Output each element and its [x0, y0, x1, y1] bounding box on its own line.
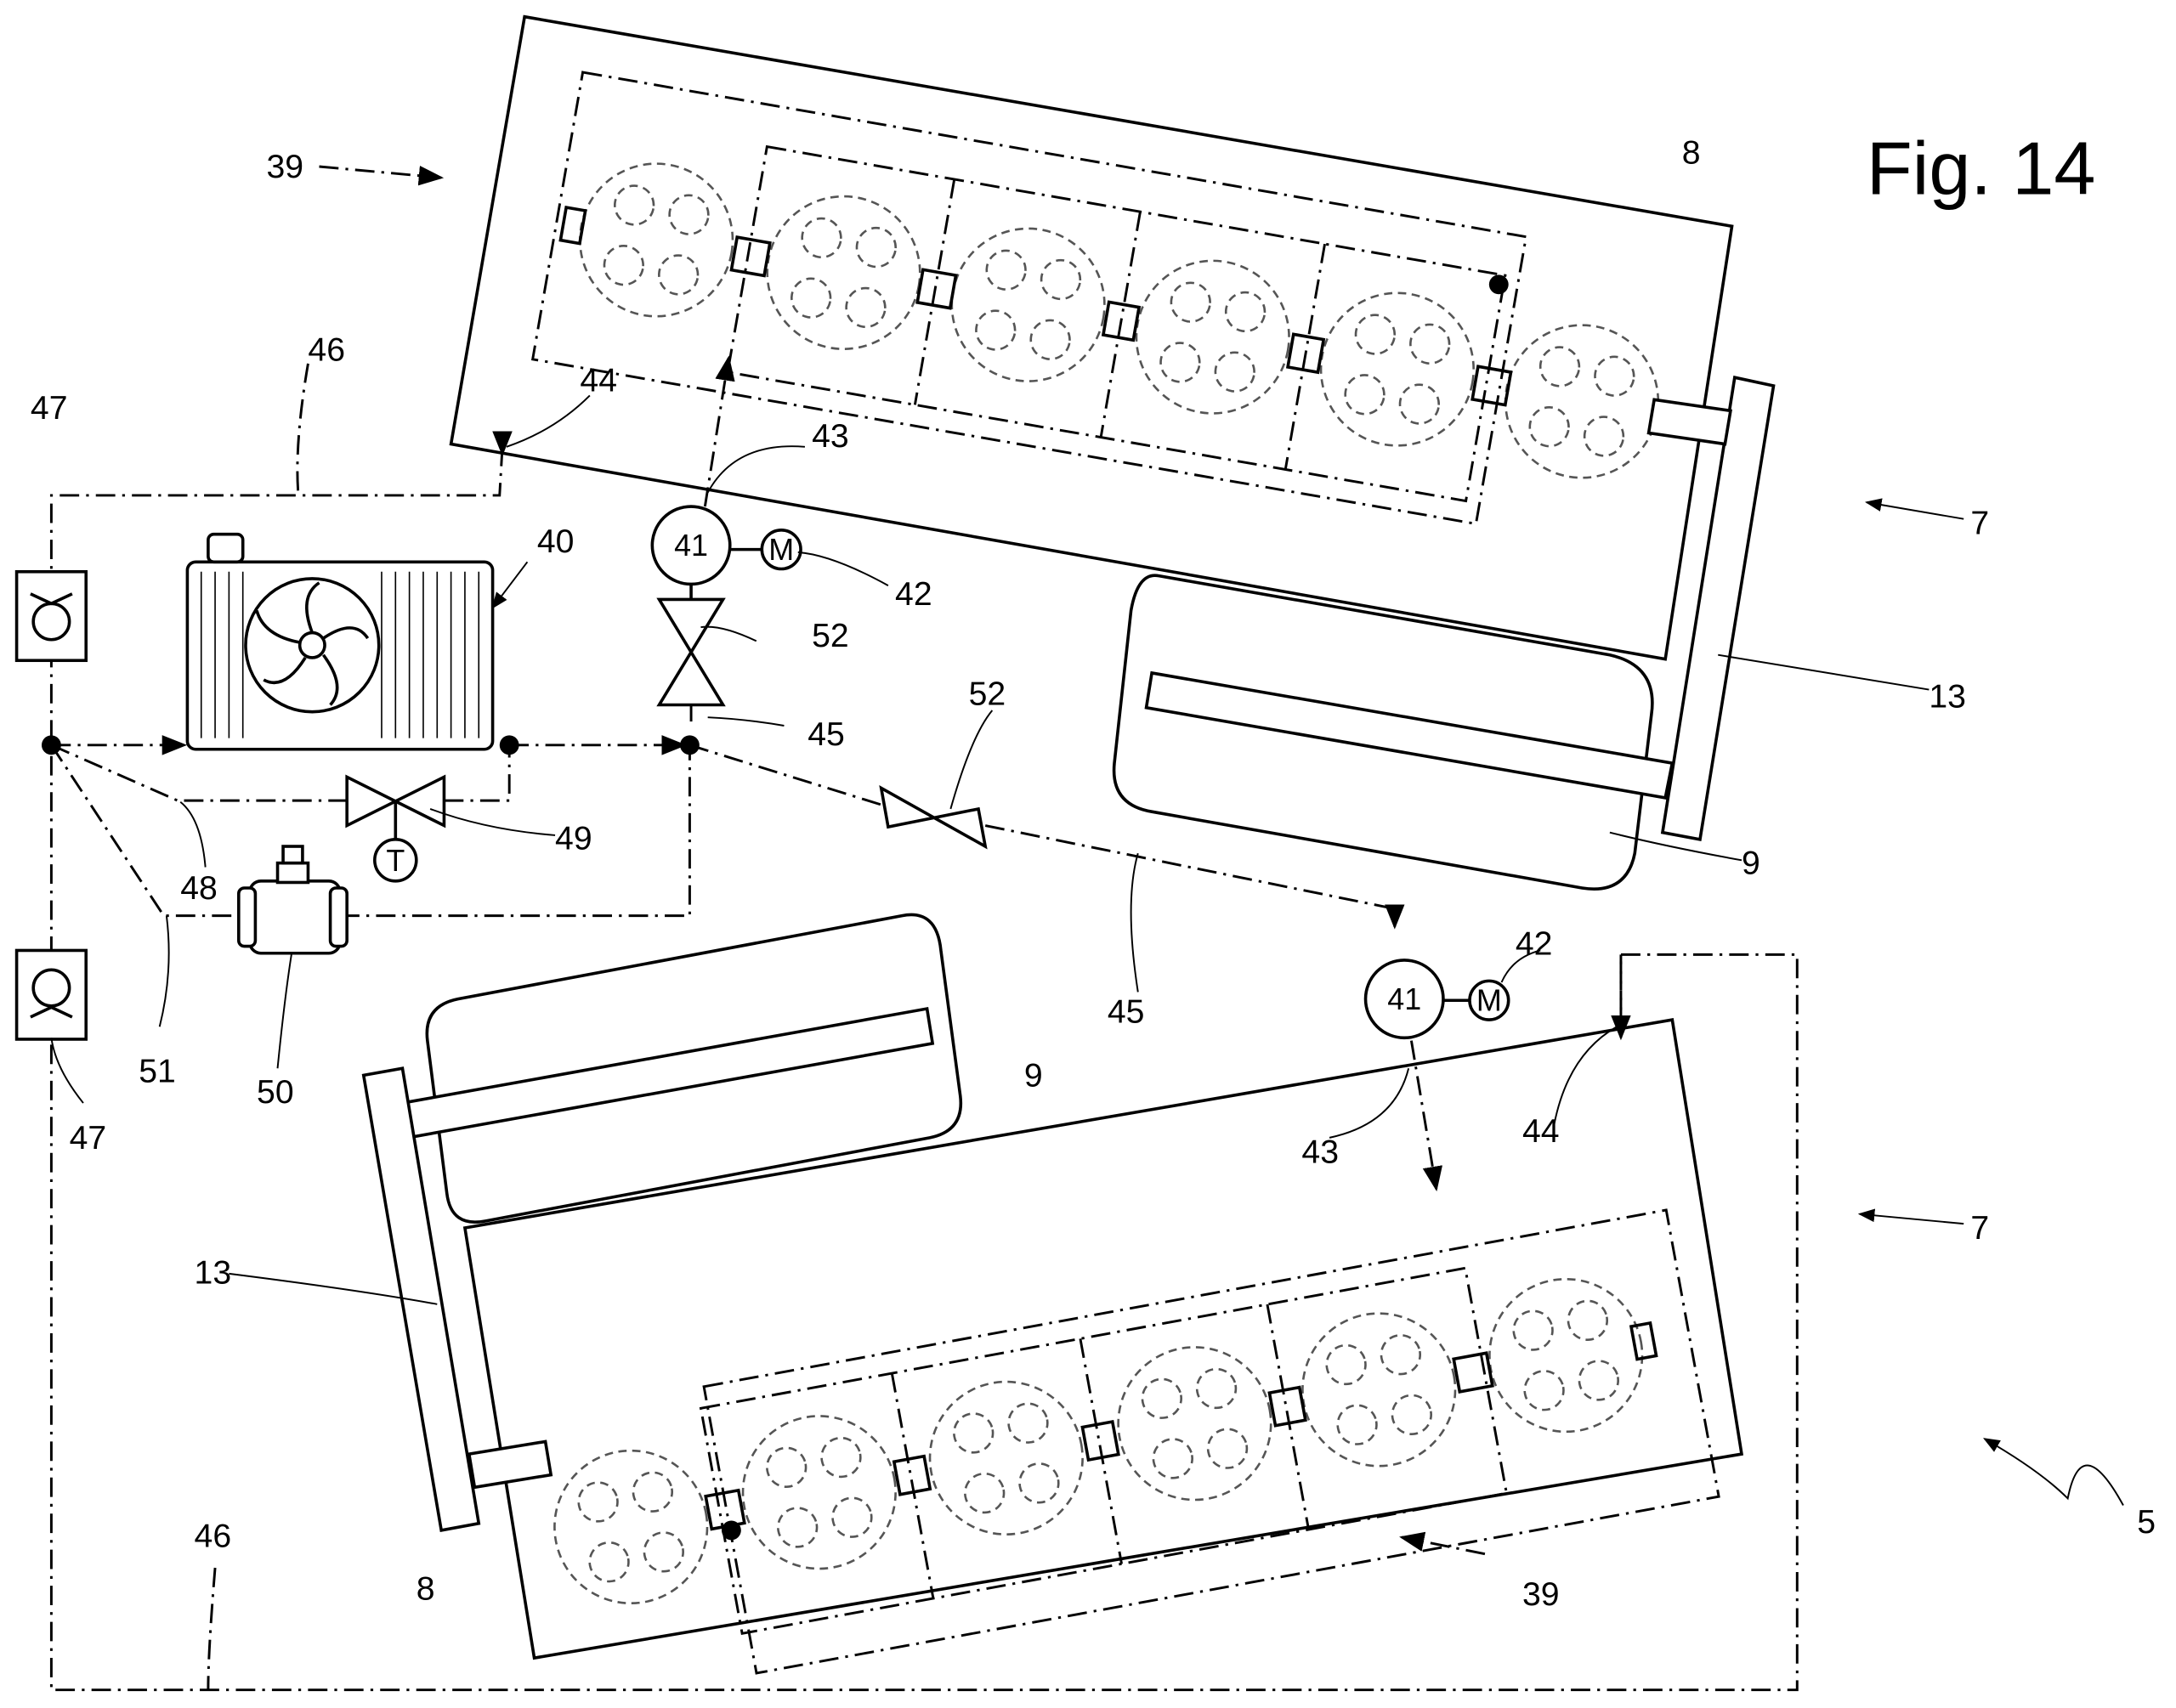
label-49: 49 [555, 820, 592, 857]
valve-52-diagonal [881, 788, 985, 846]
label-44-top: 44 [580, 363, 617, 399]
label-9-bottom: 9 [1024, 1057, 1043, 1094]
label-50: 50 [257, 1074, 294, 1111]
motor-symbol: M [768, 532, 794, 567]
label-43-bottom: 43 [1301, 1134, 1339, 1170]
label-8-bottom: 8 [416, 1571, 435, 1608]
label-7-top: 7 [1970, 506, 1989, 542]
label-42-bottom: 42 [1516, 925, 1553, 962]
radiator-40 [187, 534, 492, 749]
label-45-top: 45 [808, 716, 845, 753]
label-8-top: 8 [1682, 135, 1701, 172]
label-40: 40 [537, 523, 575, 560]
figure-title: Fig. 14 [1867, 127, 2096, 211]
svg-text:41: 41 [1387, 981, 1421, 1016]
label-51: 51 [139, 1054, 176, 1090]
svg-text:41: 41 [674, 528, 708, 563]
label-39-top: 39 [266, 149, 303, 185]
label-5: 5 [2137, 1504, 2156, 1541]
label-52-vertical: 52 [812, 618, 849, 654]
check-valve-47-top [17, 572, 87, 660]
label-43-top: 43 [812, 418, 849, 455]
label-9-top: 9 [1742, 846, 1760, 882]
top-engine-block [451, 17, 1774, 889]
label-45-bottom: 45 [1108, 993, 1145, 1030]
thermostat-symbol: T [386, 843, 405, 878]
label-48: 48 [180, 870, 218, 907]
label-52-diagonal: 52 [969, 676, 1006, 712]
label-46-top: 46 [308, 332, 345, 369]
label-42-top: 42 [895, 576, 932, 613]
label-13-top: 13 [1929, 679, 1966, 715]
pump-41-top: 41 M [652, 506, 801, 584]
label-47-bottom: 47 [70, 1120, 107, 1157]
engine-block-8-top [451, 17, 1732, 659]
check-valve-47-bottom [17, 950, 87, 1038]
valve-52-vertical [660, 599, 723, 704]
filter-50 [239, 846, 347, 953]
label-7-bottom: 7 [1970, 1210, 1989, 1247]
pump-41-bottom: 41 M [1366, 960, 1509, 1038]
label-44-bottom: 44 [1522, 1113, 1560, 1150]
motor-symbol: M [1476, 983, 1502, 1018]
label-13-bottom: 13 [195, 1254, 232, 1291]
label-47-top: 47 [31, 390, 68, 427]
label-39-bottom: 39 [1522, 1576, 1560, 1613]
label-46-bottom: 46 [195, 1519, 232, 1555]
